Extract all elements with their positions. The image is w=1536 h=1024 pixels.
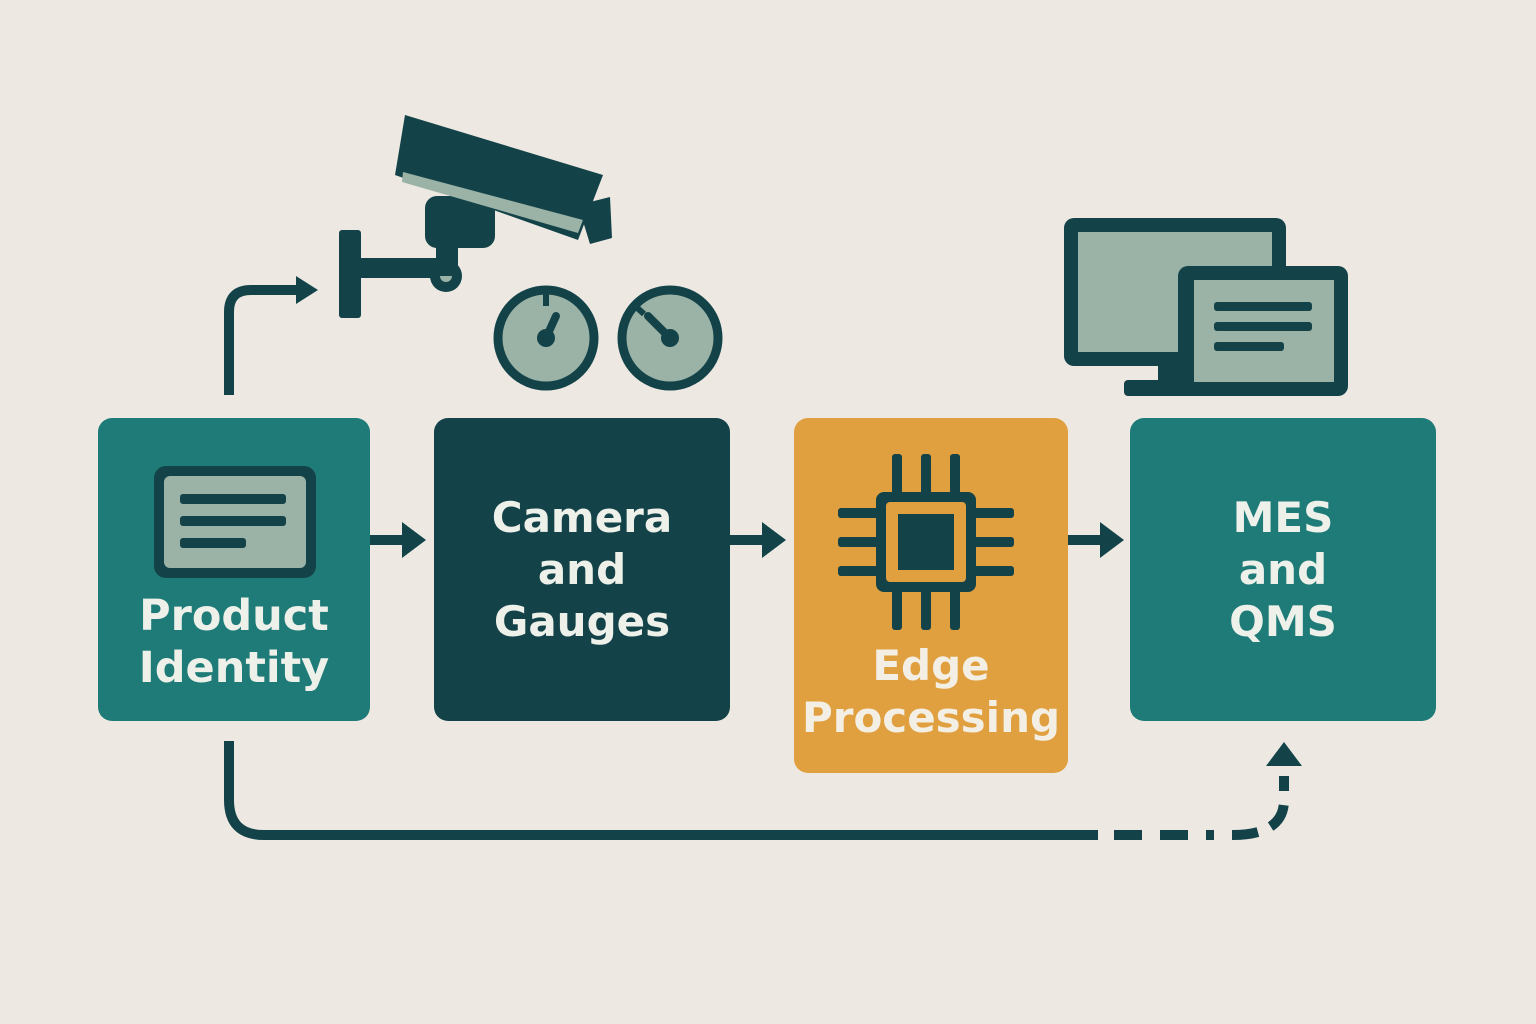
node-label: Edge Processing: [801, 641, 1061, 742]
node-label: MES and QMS: [1229, 492, 1337, 646]
arrowhead-icon: [762, 522, 786, 558]
arrowhead-icon: [402, 522, 426, 558]
arrowhead-icon: [1266, 742, 1302, 766]
arrowhead-icon: [296, 276, 318, 304]
node-label: Camera and Gauges: [491, 492, 673, 646]
cpu-chip-icon: [838, 454, 1014, 630]
edge-product-to-mes-dashed: [224, 741, 1302, 840]
edge-product-to-sensor: [224, 276, 318, 395]
gauge-icon: [493, 285, 599, 391]
node-camera-and-gauges: Camera and Gauges: [434, 418, 730, 721]
tablet-icon: [1178, 266, 1348, 396]
edge-edge-to-mes: [1068, 522, 1124, 558]
node-edge-processing: Edge Processing: [794, 418, 1068, 773]
node-mes-and-qms: MES and QMS: [1130, 418, 1436, 721]
id-card-icon: [154, 466, 316, 578]
arrowhead-icon: [1100, 522, 1124, 558]
edge-product-to-camera: [370, 522, 426, 558]
edge-camera-to-edge: [730, 522, 786, 558]
node-product-identity: Product Identity: [98, 418, 370, 721]
security-camera-icon: [339, 115, 612, 318]
node-label: Product Identity: [138, 591, 330, 693]
gauge-icon: [617, 285, 723, 391]
